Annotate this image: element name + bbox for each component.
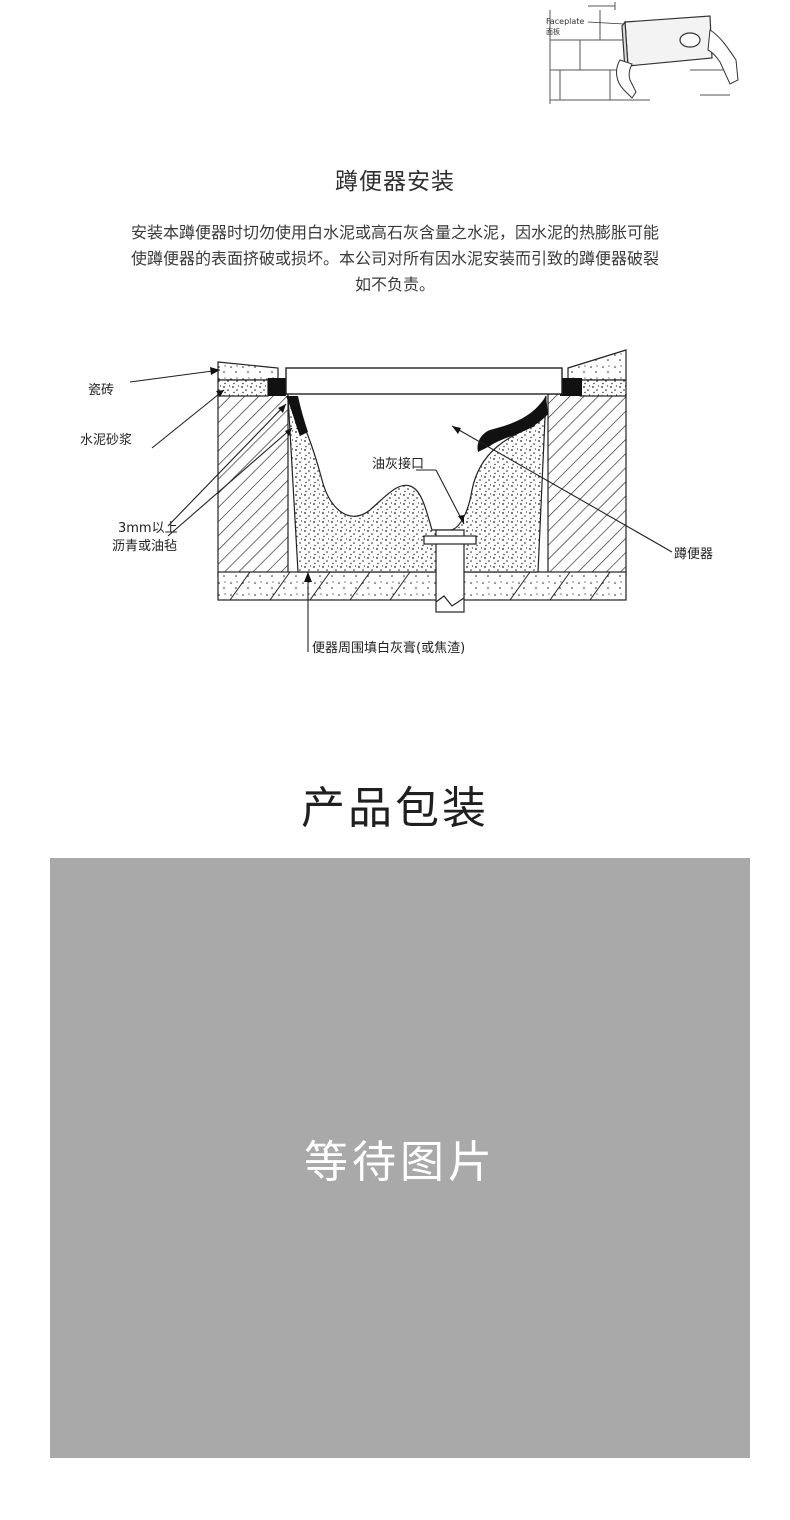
install-description-line-2: 使蹲便器的表面挤破或损坏。本公司对所有因水泥安装而引致的蹲便器破裂 (130, 249, 659, 268)
label-fill: 便器周围填白灰膏(或焦渣) (312, 640, 465, 656)
faceplate-label-en: Faceplate (546, 17, 584, 26)
mortar-left (217, 379, 269, 397)
install-description: 安装本蹲便器时切勿使用白水泥或高石灰含量之水泥，因水泥的热膨胀可能 使蹲便器的表… (48, 220, 742, 298)
packaging-image-placeholder: 等待图片 (50, 858, 750, 1458)
faceplate-illustration: Faceplate 面板 (540, 0, 740, 110)
install-description-line-1: 安装本蹲便器时切勿使用白水泥或高石灰含量之水泥，因水泥的热膨胀可能 (130, 223, 659, 242)
left-wall (217, 393, 289, 577)
tile-left (217, 361, 279, 381)
floor-slab (217, 571, 627, 601)
tile-right (567, 349, 627, 381)
packaging-title: 产品包装 (301, 783, 489, 834)
toilet-rim (285, 367, 563, 395)
installation-diagram: 瓷砖 水泥砂浆 3mm以上 沥青或油毡 油灰接口 蹲便器 便器周围填白灰膏(或焦… (60, 340, 740, 680)
right-wall (547, 393, 627, 577)
label-tile: 瓷砖 (88, 383, 114, 398)
plaster-fill (287, 393, 547, 573)
mortar-right (579, 379, 627, 397)
label-putty-joint: 油灰接口 (372, 456, 424, 472)
install-description-line-3: 如不负责。 (354, 275, 435, 294)
label-mortar: 水泥砂浆 (80, 433, 132, 448)
label-asphalt-line-2: 沥青或油毡 (112, 539, 177, 554)
label-asphalt-line-1: 3mm以上 (118, 521, 178, 536)
faceplate-label-cn: 面板 (546, 27, 560, 36)
install-section-title: 蹲便器安装 (335, 169, 455, 195)
placeholder-text: 等待图片 (304, 1137, 496, 1188)
label-squat-toilet: 蹲便器 (674, 547, 713, 562)
